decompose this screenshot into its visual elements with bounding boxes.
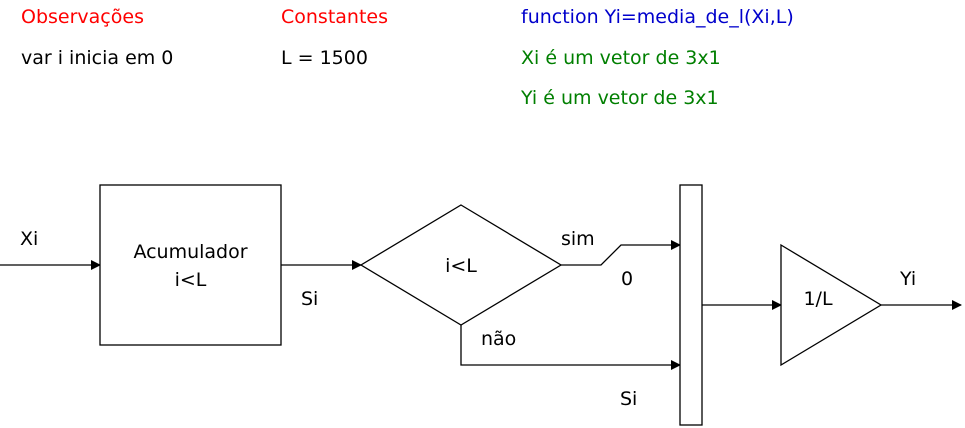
output-description: Yi é um vetor de 3x1 [521, 87, 719, 109]
no-path [460, 325, 681, 370]
constants-text: L = 1500 [281, 47, 368, 69]
observations-title: Observações [21, 6, 144, 28]
yes-path [561, 240, 681, 266]
function-signature: function Yi=media_de_l(Xi,L) [521, 6, 794, 28]
constants-title: Constantes [281, 6, 389, 28]
no-label: não [481, 328, 517, 350]
input-description: Xi é um vetor de 3x1 [521, 47, 721, 69]
no-value: Si [620, 388, 638, 410]
yes-label: sim [561, 228, 595, 250]
gain-label: 1/L [803, 288, 833, 310]
accumulator-block [99, 184, 282, 346]
yes-value: 0 [621, 268, 634, 290]
output-label: Yi [900, 268, 917, 290]
accumulator-label-line2: i<L [174, 269, 207, 291]
accumulator-output-label: Si [301, 288, 319, 310]
input-label: Xi [20, 228, 39, 250]
decision-label: i<L [445, 255, 477, 277]
accumulator-label-line1: Acumulador [133, 241, 248, 263]
gain-triangle [780, 243, 883, 367]
merge-bar [679, 184, 703, 426]
observations-text: var i inicia em 0 [21, 47, 174, 69]
